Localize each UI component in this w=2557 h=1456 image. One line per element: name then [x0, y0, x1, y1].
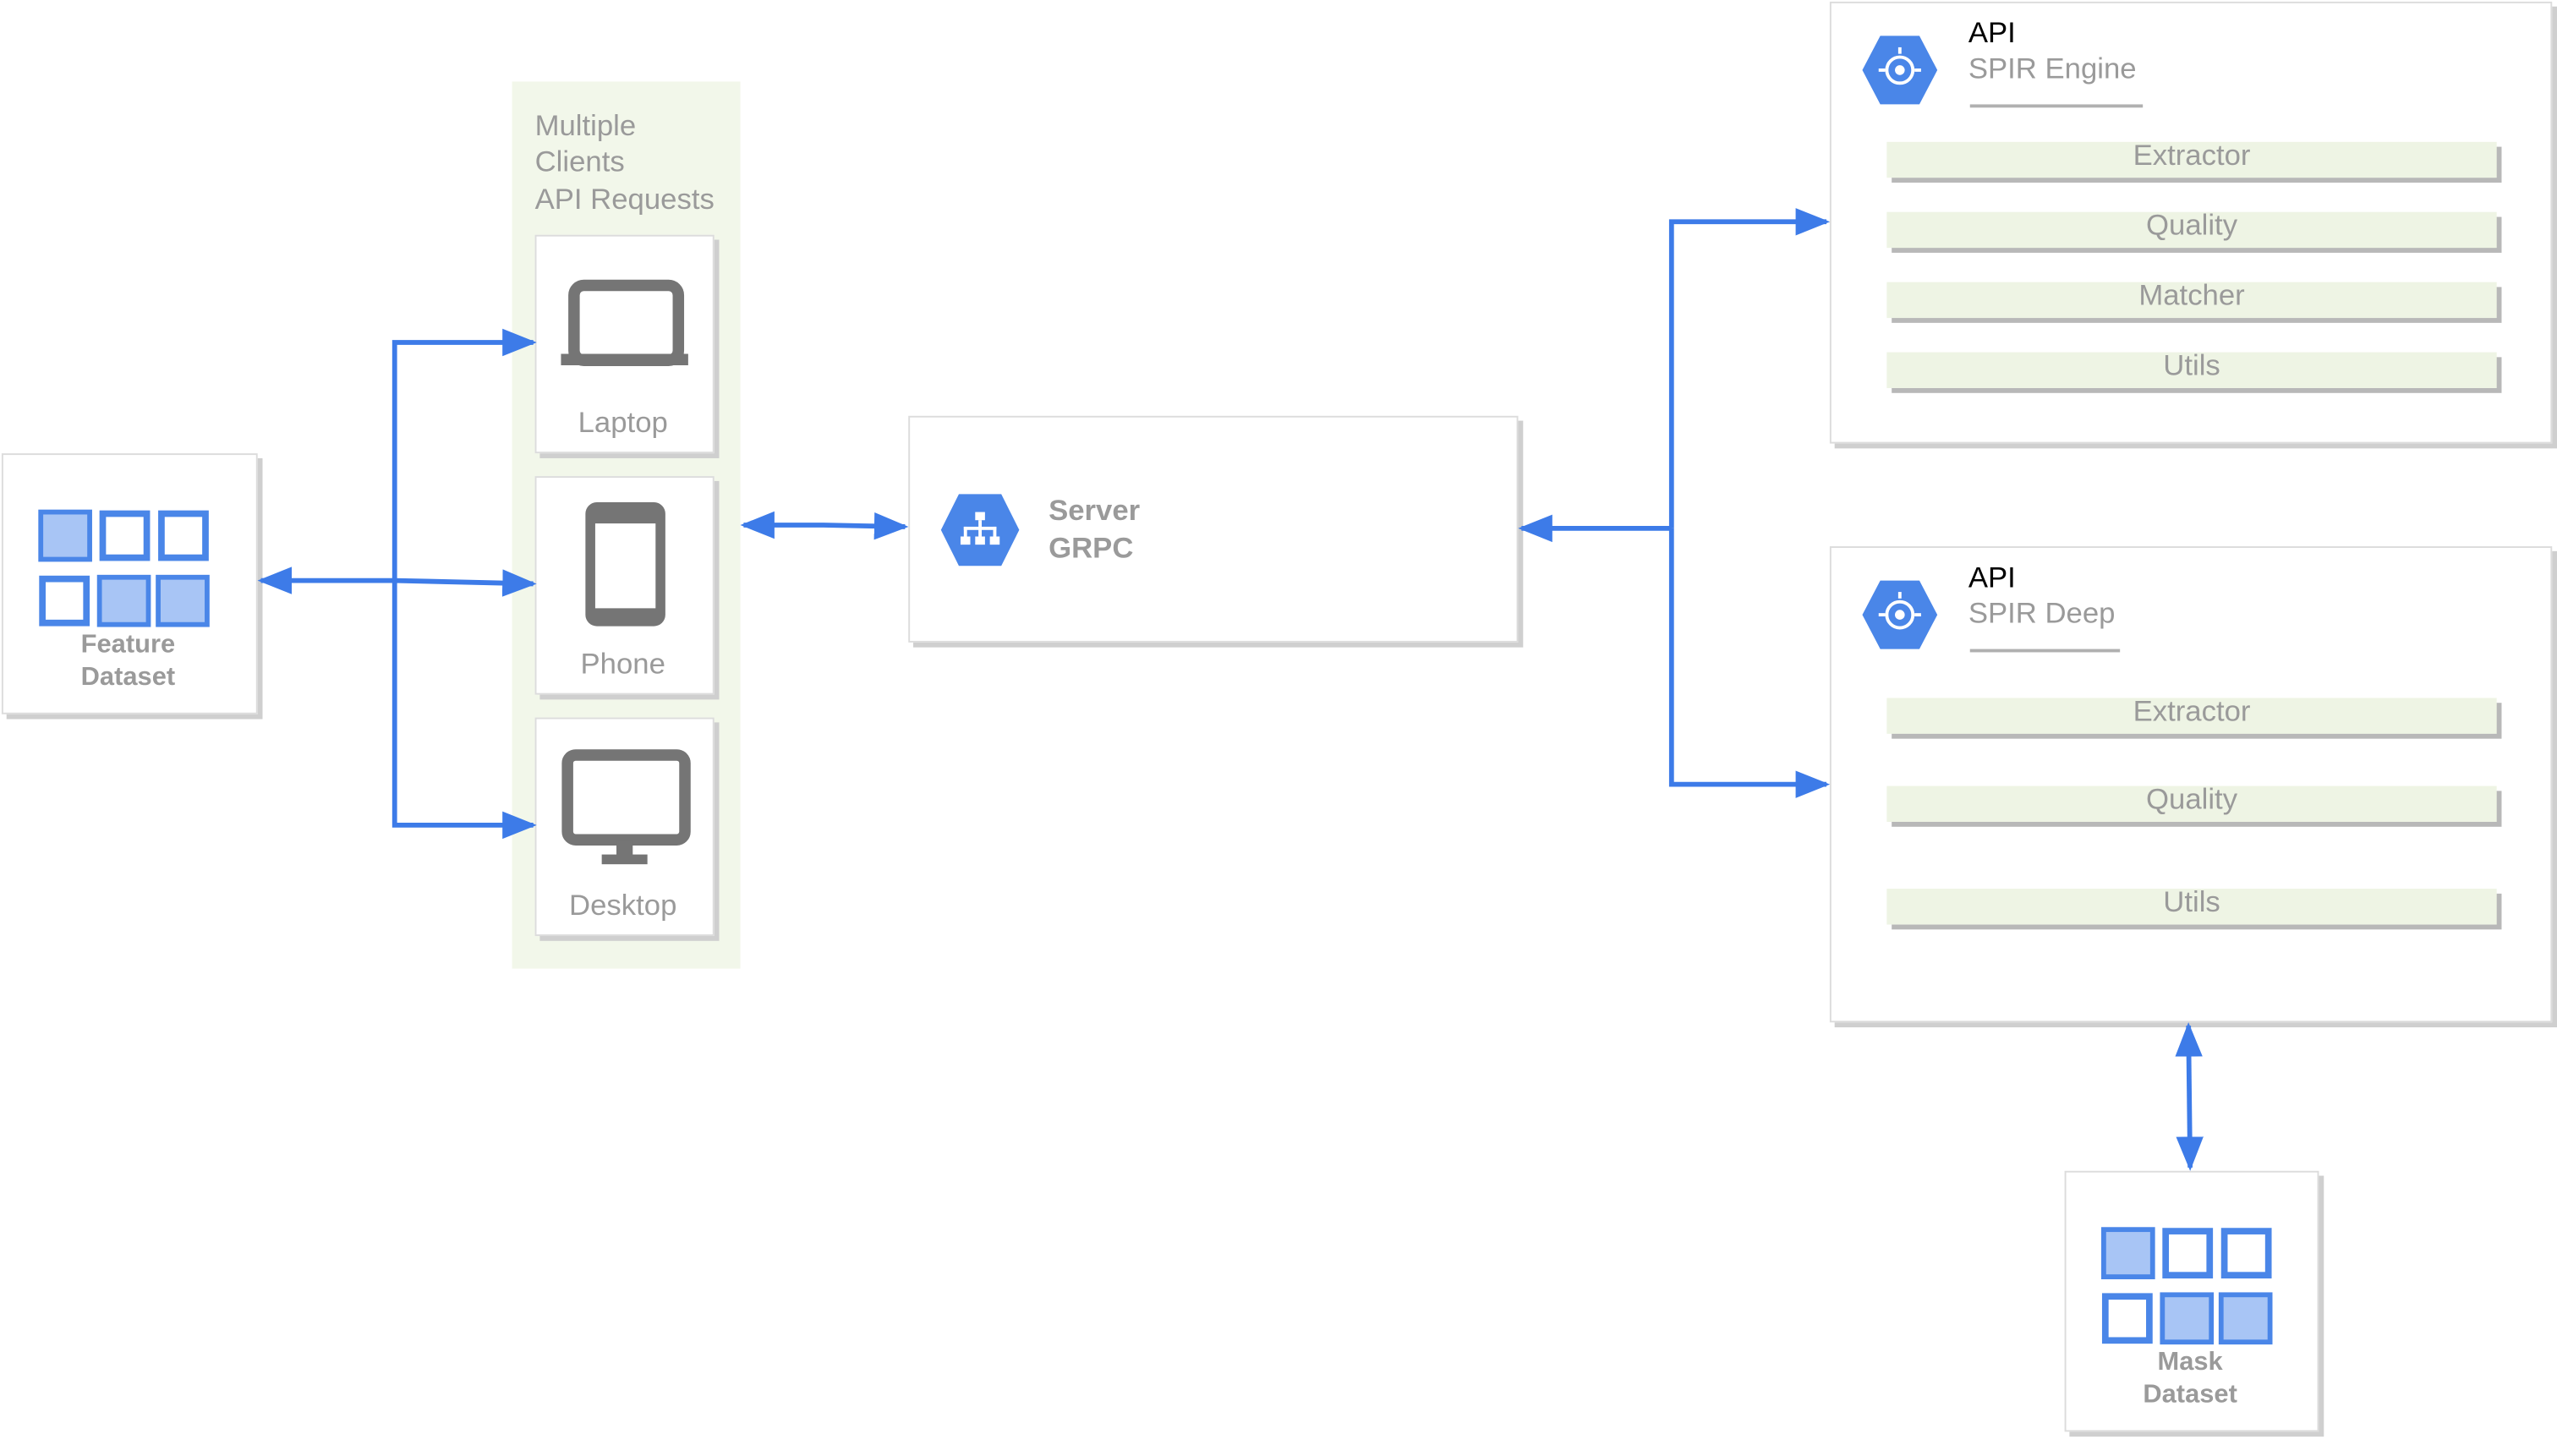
spir-deep-card: API SPIR Deep Extractor Quality Utils	[1829, 546, 2553, 1023]
phone-card: Phone	[534, 476, 715, 695]
feature-dataset-label-line1: Feature	[80, 631, 176, 660]
spir-deep-heading: API	[1968, 561, 2016, 594]
spir-engine-module-utils: Utils	[1886, 351, 2497, 389]
spir-deep-module-extractor: Extractor	[1886, 697, 2497, 734]
server-label-line2: GRPC	[1049, 531, 1134, 565]
spir-deep-module-quality: Quality	[1886, 785, 2497, 823]
spir-engine-module-extractor: Extractor	[1886, 140, 2497, 178]
server-grpc-card: Server GRPC	[908, 415, 1519, 643]
clients-group-title-line3: API Requests	[534, 183, 715, 216]
spir-deep-title-underline	[1969, 649, 2121, 653]
clients-group-title-line1: Multiple	[534, 109, 637, 142]
feature-dataset-card: Feature Dataset	[1, 453, 258, 714]
spir-engine-name: SPIR Engine	[1968, 52, 2137, 85]
mask-dataset-label-line2: Dataset	[2143, 1381, 2237, 1409]
spir-engine-card: API SPIR Engine Extractor Quality Matche…	[1829, 1, 2553, 444]
phone-label: Phone	[580, 647, 665, 681]
spir-engine-module-matcher: Matcher	[1886, 281, 2497, 319]
connector-clients-server	[740, 511, 909, 540]
desktop-label: Desktop	[569, 889, 677, 922]
connector-to-desktop	[391, 580, 537, 840]
dataset-grid-icon	[38, 509, 210, 627]
phone-icon	[585, 502, 665, 627]
api-hexagon-icon	[1862, 36, 1938, 105]
connector-to-spir-deep	[1668, 528, 1831, 798]
server-label-line1: Server	[1049, 494, 1141, 527]
connector-to-laptop	[391, 328, 537, 581]
connector-to-spir-engine	[1668, 208, 1831, 528]
spir-engine-title-underline	[1969, 104, 2144, 108]
spir-engine-heading: API	[1968, 16, 2016, 49]
clients-group-title-line2: Clients	[534, 145, 625, 178]
spir-deep-name: SPIR Deep	[1968, 596, 2116, 630]
api-hexagon-icon	[1862, 580, 1938, 649]
mask-dataset-label-line1: Mask	[2157, 1348, 2223, 1377]
load-balancer-hexagon-icon	[940, 494, 1020, 567]
laptop-card: Laptop	[534, 234, 715, 454]
mask-dataset-card: Mask Dataset	[2064, 1170, 2319, 1432]
connector-spir-deep-mask	[2175, 1022, 2204, 1171]
feature-dataset-label-line2: Dataset	[80, 663, 176, 692]
spir-engine-module-quality: Quality	[1886, 211, 2497, 249]
laptop-label: Laptop	[578, 406, 668, 439]
desktop-icon	[561, 749, 691, 865]
spir-deep-module-utils: Utils	[1886, 887, 2497, 925]
desktop-card: Desktop	[534, 717, 715, 937]
dataset-grid-icon	[2101, 1227, 2273, 1345]
laptop-icon	[561, 279, 688, 366]
